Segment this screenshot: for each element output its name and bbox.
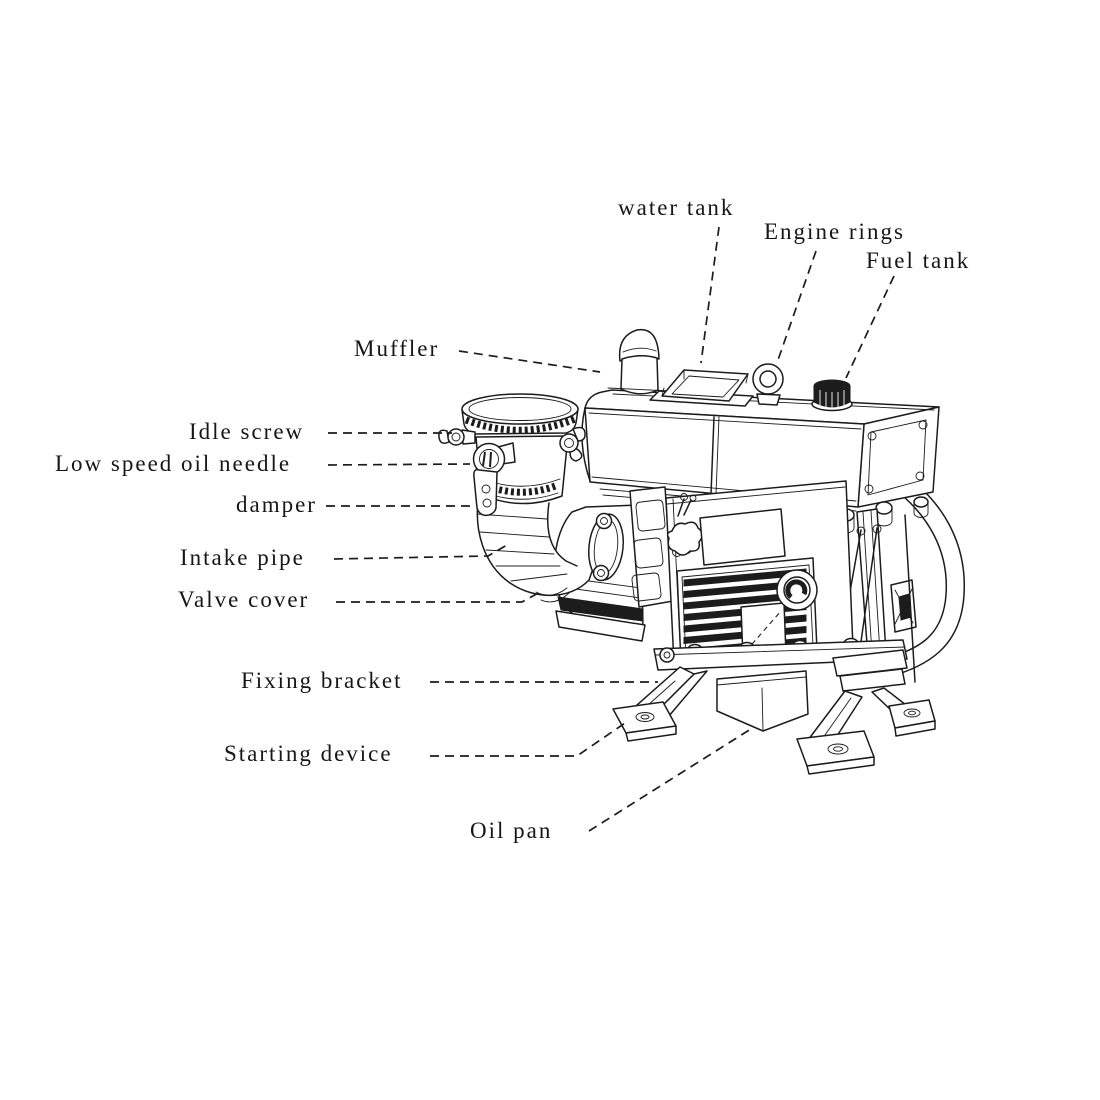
damper-lever <box>473 468 498 517</box>
flywheel <box>866 471 966 682</box>
engine-ring-drawing <box>752 363 784 406</box>
leader-intake-pipe <box>333 544 508 560</box>
label-muffler: Muffler <box>354 336 440 361</box>
label-oil-pan: Oil pan <box>470 818 553 843</box>
fuel-tank-cap <box>811 379 853 412</box>
leader-water-tank <box>700 226 720 364</box>
label-engine-rings: Engine rings <box>764 219 905 244</box>
air-filter-cap <box>461 393 579 435</box>
base-and-brackets <box>612 637 936 775</box>
air-filter-assembly <box>438 393 625 603</box>
leader-starting-device <box>430 720 629 757</box>
right-fixing-bracket <box>796 649 936 775</box>
oil-pan-drawing <box>716 670 809 732</box>
leader-lines <box>326 226 895 832</box>
low-speed-oil-needle-drawing <box>472 442 516 476</box>
water-filler-neck <box>649 369 754 407</box>
intake-pipe-drawing <box>476 494 597 603</box>
label-fuel-tank: Fuel tank <box>866 248 971 273</box>
leader-valve-cover <box>336 590 543 603</box>
name-plate <box>699 508 786 566</box>
label-fixing-bracket: Fixing bracket <box>241 668 403 693</box>
idle-screw-drawing <box>438 428 476 446</box>
label-low-speed-oil-needle: Low speed oil needle <box>55 451 292 476</box>
round-cover <box>776 569 818 611</box>
label-intake-pipe: Intake pipe <box>180 545 305 570</box>
leader-oil-pan <box>588 726 755 832</box>
right-wing-nut <box>559 426 586 462</box>
label-damper: damper <box>236 492 317 517</box>
label-starting-device: Starting device <box>224 741 393 766</box>
label-idle-screw: Idle screw <box>189 419 305 444</box>
label-valve-cover: Valve cover <box>178 587 310 612</box>
left-fixing-bracket <box>612 666 708 742</box>
label-water-tank: water tank <box>618 195 735 220</box>
leader-muffler <box>458 350 601 373</box>
leader-low-speed-oil-needle <box>327 463 471 466</box>
muffler-drawing <box>607 328 673 395</box>
intake-flange <box>587 512 625 582</box>
leader-engine-rings <box>777 250 817 361</box>
leader-fuel-tank <box>845 275 895 379</box>
